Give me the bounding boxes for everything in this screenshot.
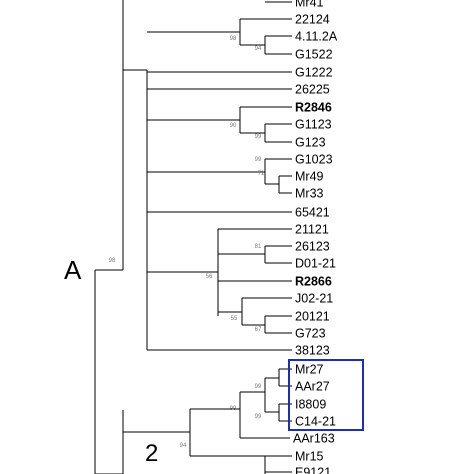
leaf-label: 4.11.2A (295, 30, 338, 44)
leaf-label: Mr15 (295, 450, 324, 464)
bootstrap-support-value: 94 (255, 46, 262, 52)
leaf-label: J02-21 (295, 292, 333, 306)
leaf-label: 26123 (295, 240, 330, 254)
bootstrap-support-value: 99 (255, 414, 262, 420)
leaf-label: D01-21 (295, 257, 336, 271)
bootstrap-support-value: 99 (230, 406, 237, 412)
leaf-label: G723 (295, 327, 326, 341)
bootstrap-support-value: 98 (230, 36, 237, 42)
leaf-label: G1522 (295, 48, 333, 62)
leaf-label: AAr27 (295, 380, 330, 394)
bootstrap-support-value: 99 (255, 384, 262, 390)
bootstrap-support-value: 99 (255, 134, 262, 140)
leaf-label: Mr49 (295, 170, 324, 184)
clade-label-2: 2 (145, 440, 158, 467)
leaf-label: G123 (295, 136, 326, 150)
bootstrap-support-value: 99 (255, 157, 262, 163)
leaf-label: AAr163 (293, 432, 335, 446)
leaf-label: Mr33 (295, 187, 324, 201)
leaf-label: I8809 (295, 398, 326, 412)
leaf-label: 65421 (295, 206, 330, 220)
leaf-label: G1123 (295, 118, 332, 132)
bootstrap-support-value: 81 (255, 244, 262, 250)
leaf-label: R2866 (295, 275, 332, 289)
bootstrap-support-value: 94 (180, 443, 187, 449)
leaf-label: 20121 (295, 310, 330, 324)
bootstrap-support-value: 67 (255, 327, 262, 333)
leaf-label: G1222 (295, 66, 333, 80)
leaf-label: E9121 (295, 466, 331, 474)
bootstrap-support-value: 55 (231, 316, 238, 322)
leaf-label: C14-21 (295, 415, 336, 429)
highlight-box (288, 359, 364, 431)
leaf-label: 22124 (295, 13, 330, 27)
leaf-label: G1023 (295, 153, 333, 167)
leaf-label: Mr41 (295, 0, 324, 10)
leaf-label: 21121 (295, 223, 329, 237)
bootstrap-support-value: 71 (258, 171, 265, 177)
leaf-label: Mr27 (295, 363, 324, 377)
bootstrap-support-value: 56 (206, 274, 213, 280)
bootstrap-support-value: 90 (230, 123, 237, 129)
leaf-label: 26225 (295, 83, 330, 97)
bootstrap-support-value: 98 (109, 258, 116, 264)
leaf-label: R2846 (295, 101, 332, 115)
clade-label-a: A (64, 255, 82, 285)
leaf-label: 38123 (295, 344, 330, 358)
